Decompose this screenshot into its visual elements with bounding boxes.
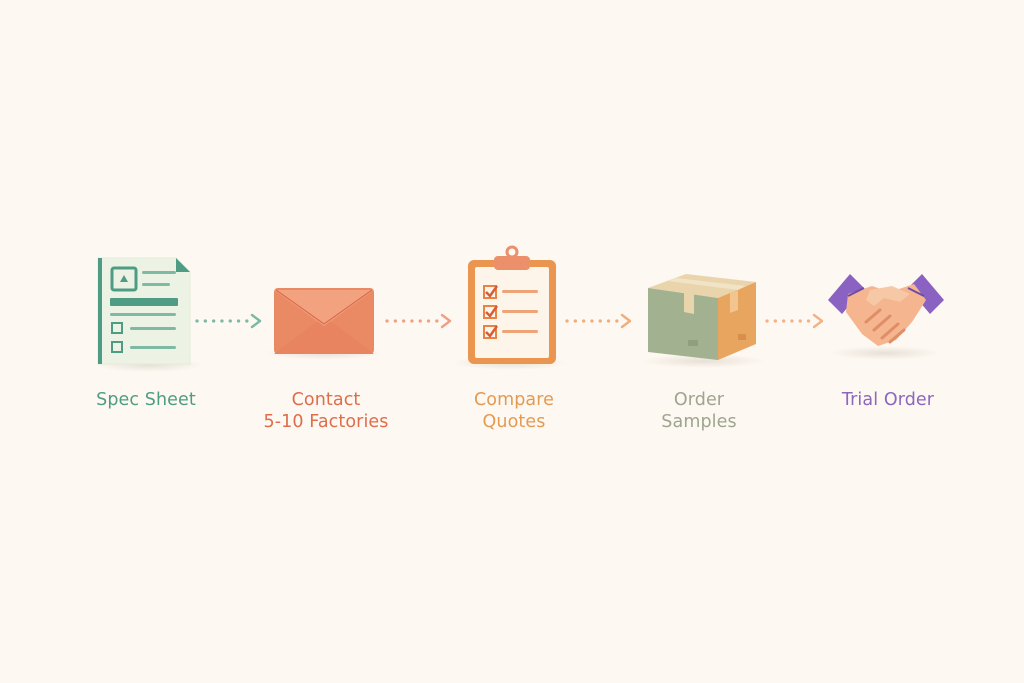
clipboard-checklist-icon — [468, 245, 556, 364]
step-1-line-1: Spec Sheet — [96, 390, 196, 410]
step-4-line-1: Order — [673, 390, 725, 410]
step-2-line-2: 5-10 Factories — [263, 412, 389, 432]
step-3-line-1: Compare — [473, 390, 555, 410]
envelope-icon — [274, 288, 374, 354]
box-shadow — [640, 354, 766, 368]
arrow-4 — [765, 313, 824, 329]
step-4-line-2: Samples — [661, 412, 737, 432]
step-5-line-1: Trial Order — [841, 390, 935, 410]
handshake-shadow — [830, 346, 940, 360]
step-3-line-2: Quotes — [482, 412, 546, 432]
arrow-2 — [385, 313, 452, 329]
step-label-trial-order: Trial Order — [798, 389, 978, 411]
step-label-contact-factories: Contact 5-10 Factories — [236, 389, 416, 433]
package-box-icon — [648, 274, 756, 360]
step-2-line-1: Contact — [291, 390, 361, 410]
handshake-icon — [828, 274, 944, 346]
step-label-order-samples: Order Samples — [609, 389, 789, 433]
step-label-spec-sheet: Spec Sheet — [56, 389, 236, 411]
arrow-1 — [195, 313, 262, 329]
arrow-3 — [565, 313, 632, 329]
spec-sheet-icon — [97, 257, 191, 365]
step-label-compare-quotes: Compare Quotes — [424, 389, 604, 433]
